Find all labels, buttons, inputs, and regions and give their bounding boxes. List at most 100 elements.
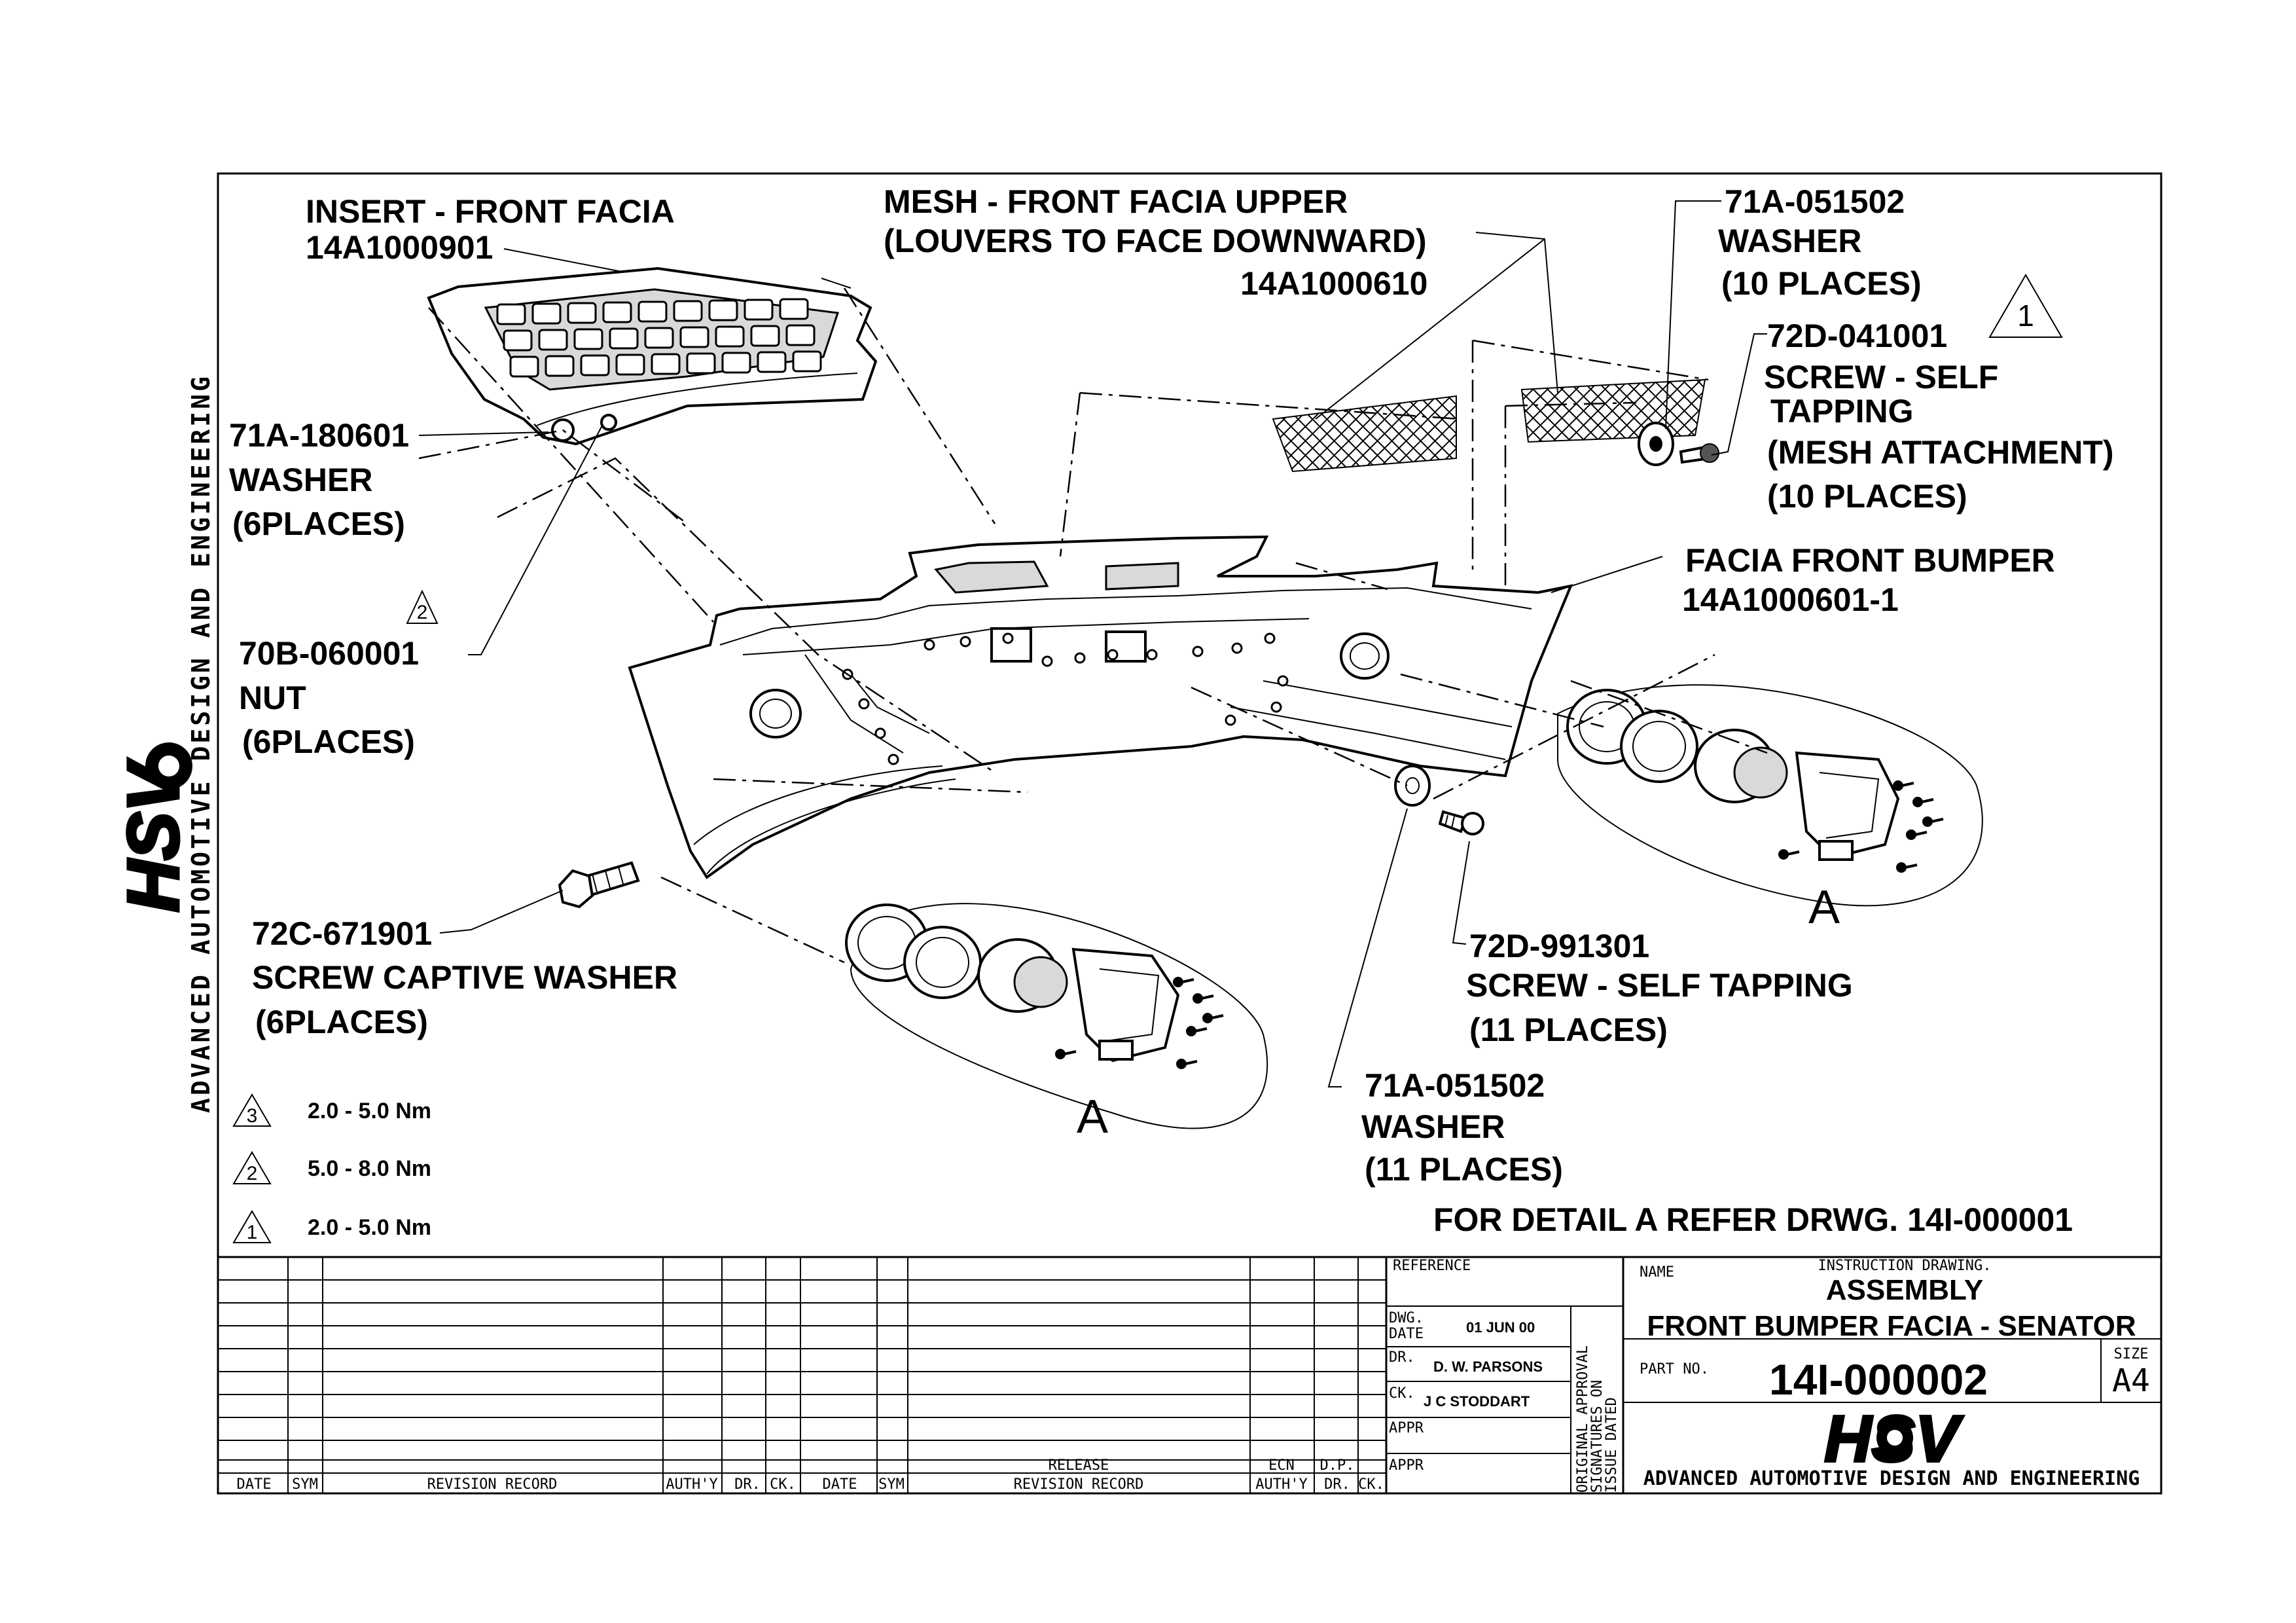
screw-mesh-part: 72D-041001 [1767,318,1947,354]
insert-part-number: 14A1000901 [306,229,493,266]
part-number: 14I-000002 [1769,1355,1988,1404]
facia-front-bumper-part [628,535,1573,879]
mesh-title: MESH - FRONT FACIA UPPER [884,183,1348,220]
detail-a-label-left: A [1077,1091,1108,1143]
mesh-screw [1679,443,1719,464]
svg-text:1: 1 [247,1222,258,1243]
svg-text:DATE: DATE [823,1476,857,1493]
part-labels: INSERT - FRONT FACIA 14A1000901 MESH - F… [229,183,2114,1238]
svg-text:2.0 - 5.0 Nm: 2.0 - 5.0 Nm [308,1215,431,1240]
self-tapping-screw [1438,810,1484,835]
drawn-by: D. W. PARSONS [1433,1359,1543,1375]
callout-triangle-1: 1 [1988,274,2063,338]
torque-legend: 3 2.0 - 5.0 Nm 2 5.0 - 8.0 Nm 1 2.0 - 5.… [232,1093,431,1243]
washer-top-name: WASHER [1718,223,1861,259]
screw-mesh-name-1: SCREW - SELF [1764,359,1998,395]
svg-text:APPR: APPR [1389,1420,1424,1436]
svg-text:2: 2 [417,602,428,623]
screw-self-part: 72D-991301 [1469,928,1649,964]
torque-row: 3 2.0 - 5.0 Nm [232,1093,431,1127]
screw-mesh-note: (MESH ATTACHMENT) [1767,434,2114,471]
checked-by: J C STODDART [1424,1393,1530,1410]
screw-mesh-name-2: TAPPING [1770,393,1914,429]
svg-text:DR.: DR. [1324,1476,1350,1493]
svg-text:SYM: SYM [878,1476,905,1493]
drawing-type: INSTRUCTION DRAWING. [1818,1258,1992,1274]
washer-bottom-part: 71A-051502 [1365,1067,1545,1104]
svg-text:RELEASE: RELEASE [1049,1457,1109,1474]
torque-row: 2 5.0 - 8.0 Nm [232,1151,431,1184]
svg-text:SIGNATURES ON: SIGNATURES ON [1589,1380,1605,1493]
svg-text:ECN: ECN [1268,1457,1295,1474]
leader-lines [418,200,1767,1087]
dwg-date: 01 JUN 00 [1466,1319,1535,1336]
svg-text:DATE: DATE [1389,1326,1424,1342]
svg-text:DWG.: DWG. [1389,1310,1424,1326]
svg-text:NAME: NAME [1640,1264,1674,1281]
title-block: REFERENCE DWG. DATE 01 JUN 00 DR. D. W. … [1385,1257,2161,1493]
mesh-right-panel [1520,378,1706,443]
callout-triangle-2: 2 [406,589,439,624]
insert-title: INSERT - FRONT FACIA [306,193,675,230]
insert-grille-openings [496,298,822,378]
screw-self-name: SCREW - SELF TAPPING [1466,967,1853,1004]
mesh-note: (LOUVERS TO FACE DOWNWARD) [884,223,1427,259]
svg-text:CK.: CK. [1358,1476,1384,1493]
svg-text:2.0 - 5.0 Nm: 2.0 - 5.0 Nm [308,1099,431,1123]
sidebar-logo: HSV [112,742,196,914]
insert-front-facia-part [427,266,878,446]
assembly-center-lines [418,287,1768,964]
title-block-company: ADVANCED AUTOMOTIVE DESIGN AND ENGINEERI… [1643,1467,2140,1490]
svg-text:D.P.: D.P. [1320,1457,1355,1474]
svg-text:SIZE: SIZE [2114,1346,2149,1362]
detail-a-left [845,903,1268,1129]
screw-captive-name: SCREW CAPTIVE WASHER [252,959,677,996]
svg-text:DR.: DR. [734,1476,761,1493]
captive-screw [558,861,640,909]
svg-text:3: 3 [247,1105,258,1127]
washer-left-qty: (6PLACES) [232,505,405,542]
nut-qty: (6PLACES) [242,723,415,760]
svg-text:DATE: DATE [237,1476,272,1493]
facia-foglamp-hole-right [1340,632,1390,680]
facia-foglamp-hole-left [749,689,802,739]
washer-bottom-qty: (11 PLACES) [1365,1151,1563,1188]
nut-part: 70B-060001 [239,635,419,672]
nut-name: NUT [239,680,306,716]
detail-a-label-right: A [1808,881,1840,934]
svg-text:CK.: CK. [770,1476,796,1493]
svg-text:1: 1 [2017,299,2034,333]
svg-text:PART NO.: PART NO. [1640,1361,1709,1377]
facia-title: FACIA FRONT BUMPER [1685,542,2055,579]
drawing-border [217,172,2162,1495]
title-block-logo: HSV [1824,1402,1964,1476]
svg-text:5.0 - 8.0 Nm: 5.0 - 8.0 Nm [308,1156,431,1181]
mesh-left-panel [1272,395,1457,473]
svg-text:ORIGINAL APPROVAL: ORIGINAL APPROVAL [1575,1345,1591,1493]
svg-text:AUTH'Y: AUTH'Y [666,1476,717,1493]
svg-text:2: 2 [247,1163,258,1184]
drawing-title-1: ASSEMBLY [1826,1274,1983,1306]
mesh-part-number: 14A1000610 [1240,265,1427,302]
sheet-size: A4 [2112,1362,2150,1399]
screw-captive-part: 72C-671901 [252,915,432,952]
washer-left-part: 71A-180601 [229,417,409,454]
washer-bottom-name: WASHER [1361,1108,1505,1145]
screw-captive-qty: (6PLACES) [255,1004,428,1040]
svg-text:APPR: APPR [1389,1457,1424,1474]
sidebar-company-name: ADVANCED AUTOMOTIVE DESIGN AND ENGINEERI… [187,374,215,1113]
detail-reference-note: FOR DETAIL A REFER DRWG. 14I-000001 [1433,1201,2073,1238]
svg-text:SYM: SYM [292,1476,318,1493]
svg-text:ISSUE DATED: ISSUE DATED [1604,1397,1620,1493]
svg-text:REVISION RECORD: REVISION RECORD [1014,1476,1144,1493]
drawing-title-2: FRONT BUMPER FACIA - SENATOR [1647,1310,2136,1342]
torque-row: 1 2.0 - 5.0 Nm [232,1210,431,1243]
washer-left-name: WASHER [229,462,372,498]
reference-label: REFERENCE [1393,1258,1471,1274]
svg-text:AUTH'Y: AUTH'Y [1255,1476,1307,1493]
svg-text:DR.: DR. [1389,1349,1415,1366]
svg-text:CK.: CK. [1389,1385,1415,1402]
detail-a-right [1557,684,1983,907]
screw-self-qty: (11 PLACES) [1469,1012,1668,1048]
